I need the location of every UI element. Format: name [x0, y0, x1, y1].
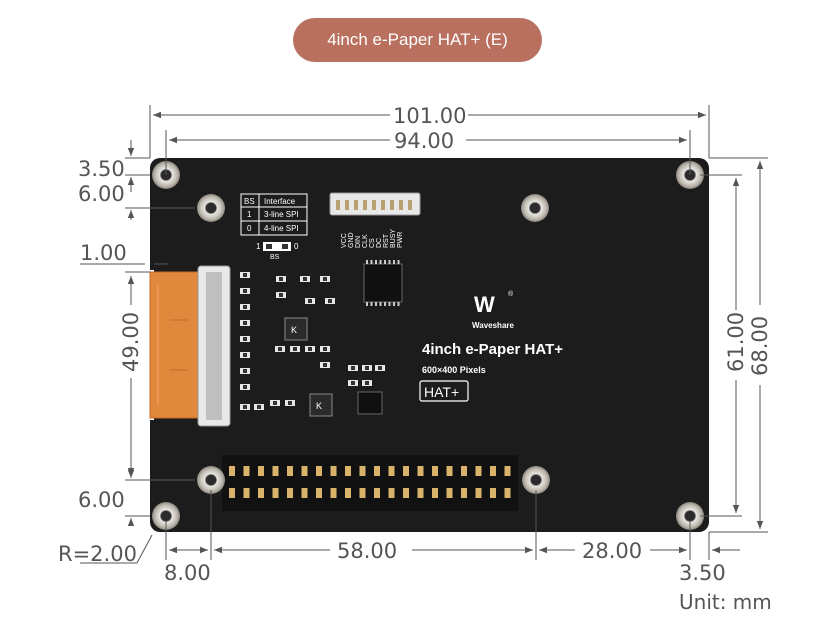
dim-bottom-offset: 6.00: [78, 488, 125, 512]
pcb-board: [150, 158, 709, 532]
pin-label: DIN: [355, 236, 362, 248]
bs-row-1-val: 0: [247, 224, 252, 233]
dim-left-offset: 8.00: [164, 561, 211, 585]
dim-right-offset: 3.50: [679, 561, 726, 585]
dim-header-spacing: 58.00: [337, 539, 397, 563]
fpc-ribbon: [149, 271, 203, 419]
hat-badge-text: HAT+: [424, 384, 459, 400]
board-model: 4inch e-Paper HAT+: [422, 341, 563, 358]
title-text: 4inch e-Paper HAT+ (E): [327, 30, 508, 49]
bs-table: BS Interface 1 3-line SPI 0 4-line SPI: [240, 193, 308, 236]
bs-switch-right: 0: [294, 242, 299, 251]
svg-text:K: K: [291, 325, 297, 335]
dim-hole-spacing-height: 61.00: [724, 312, 748, 372]
bs-header-0: BS: [244, 197, 255, 206]
dimension-lines: [80, 105, 768, 564]
bs-header-1: Interface: [264, 197, 296, 206]
pin-label: VCC: [341, 233, 348, 248]
board-resolution: 600×400 Pixels: [422, 365, 486, 375]
bs-row-1-iface: 4-line SPI: [264, 224, 299, 233]
dim-right-spacing: 28.00: [582, 539, 642, 563]
hat-badge: [419, 380, 469, 402]
svg-text:®: ®: [508, 290, 514, 298]
unit-label: Unit: mm: [679, 590, 772, 614]
pin-label: RST: [383, 233, 390, 248]
pin-label: GND: [348, 232, 355, 248]
dim-fpc-offset: 1.00: [80, 241, 127, 265]
dim-hole-spacing-width: 94.00: [394, 129, 454, 153]
pin-label: CS: [369, 238, 376, 248]
svg-text:W: W: [474, 292, 495, 317]
dim-overall-height: 68.00: [748, 316, 772, 376]
pin-label: CLK: [362, 234, 369, 248]
brand-logo: W ® Waveshare: [472, 290, 515, 330]
title-badge: 4inch e-Paper HAT+ (E): [293, 18, 542, 62]
pin-label: DC: [376, 238, 383, 248]
dim-top-hole-offset: 3.50: [78, 157, 125, 181]
pin-label: PWR: [397, 232, 404, 248]
dim-top-hole-offset-2: 6.00: [78, 182, 125, 206]
dim-corner-radius: R=2.00: [58, 542, 137, 566]
bs-row-0-iface: 3-line SPI: [264, 210, 299, 219]
bs-switch: 1 0 BS: [256, 242, 299, 261]
bs-switch-left: 1: [256, 242, 261, 251]
dim-fpc-length: 49.00: [119, 312, 143, 372]
components: K K: [240, 260, 403, 417]
brand-name: Waveshare: [472, 321, 515, 330]
pin-label: BUSY: [390, 229, 397, 248]
gpio-header: [222, 455, 518, 511]
svg-text:K: K: [316, 401, 322, 411]
dim-overall-width: 101.00: [393, 104, 466, 128]
bs-row-0-val: 1: [247, 210, 252, 219]
bs-switch-label: BS: [270, 254, 280, 261]
